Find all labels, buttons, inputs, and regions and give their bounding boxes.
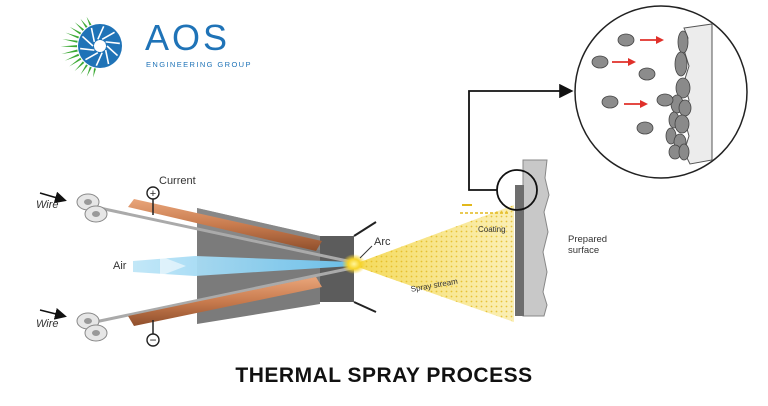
top-copper-tube — [128, 199, 322, 251]
bottom-wire — [94, 266, 353, 324]
coating-splat — [678, 99, 692, 117]
arc-label: Arc — [374, 236, 391, 248]
logo-emblem — [60, 16, 122, 78]
logo-ray — [74, 61, 85, 72]
negative-symbol: − — [149, 333, 156, 347]
velocity-arrowhead — [656, 36, 664, 44]
prepared-surface — [522, 159, 550, 317]
magnified-velocity-arrows — [612, 36, 664, 108]
diagram-title: THERMAL SPRAY PROCESS — [235, 364, 533, 387]
logo-ray — [80, 18, 88, 28]
logo-swirl-stroke — [81, 35, 94, 47]
logo-ray — [61, 49, 78, 54]
arc-glow — [342, 254, 366, 274]
air-label: Air — [113, 260, 127, 272]
logo-swirl-stroke — [97, 26, 105, 40]
logo-ray — [86, 16, 92, 26]
coating-splat — [674, 51, 688, 77]
logo-ray — [80, 64, 88, 75]
negative-terminal-icon — [146, 333, 160, 347]
logo-ray — [86, 66, 92, 77]
logo-swirl-stroke — [95, 52, 103, 66]
logo-swirl-stroke — [101, 31, 115, 41]
logo-tagline: ENGINEERING GROUP — [146, 60, 252, 69]
logo-name: AOS — [145, 17, 231, 58]
logo-ray — [64, 53, 80, 61]
top-wire-roller — [76, 193, 108, 223]
coating-splat — [677, 30, 689, 54]
callout-connector-arrow — [468, 83, 574, 191]
spray-particle — [601, 95, 619, 109]
nozzle-lower-flare — [353, 301, 377, 313]
coating-splat — [678, 143, 690, 161]
logo-ray — [69, 26, 82, 35]
logo-ray — [69, 57, 82, 67]
logo-swirl-stroke — [80, 47, 95, 51]
magnified-particles — [591, 33, 674, 135]
nozzle-upper-flare — [353, 221, 377, 237]
top-wire-feed-arrow — [39, 191, 67, 204]
logo-white-swirl — [80, 26, 120, 66]
logo-ray — [65, 32, 80, 39]
logo-ray — [62, 39, 78, 43]
logo-ray — [74, 22, 85, 31]
prepared-label-line1: Prepared — [568, 234, 608, 245]
wire-top-label: Wire — [36, 199, 59, 211]
logo-green-rays — [60, 16, 97, 78]
logo-ray — [93, 68, 97, 78]
wire-bottom-label: Wire — [36, 318, 59, 330]
current-label: Current — [159, 175, 196, 187]
logo-swirl-stroke — [106, 45, 119, 57]
prepared-label-line2: surface — [568, 245, 600, 256]
top-wire — [94, 205, 353, 264]
coating-layer — [515, 185, 524, 316]
bottom-wire-roller — [76, 312, 108, 342]
spray-particle — [638, 67, 656, 81]
spray-particle — [656, 93, 674, 107]
positive-symbol: + — [150, 188, 156, 200]
positive-terminal-icon — [146, 186, 160, 200]
logo-swirl-stroke — [104, 49, 110, 65]
velocity-arrowhead — [628, 58, 636, 66]
magnified-view — [574, 5, 748, 179]
spray-particle — [617, 33, 635, 47]
coating-label: Coating — [478, 225, 506, 234]
spray-particle — [636, 121, 654, 135]
logo-ray — [60, 45, 78, 48]
bottom-wire-feed-arrow — [39, 307, 67, 320]
magnified-coating-splats — [665, 30, 692, 161]
spray-particle — [591, 55, 609, 69]
logo-swirl-stroke — [90, 27, 96, 43]
coating-splat — [675, 77, 691, 99]
velocity-arrowhead — [640, 100, 648, 108]
air-jet — [133, 256, 352, 276]
magnified-view-circle — [574, 5, 748, 179]
coating-splat — [674, 114, 690, 134]
logo-swirl-stroke — [105, 41, 120, 45]
prepared-surface-label: Prepared surface — [568, 234, 607, 256]
logo-swirl-stroke — [85, 51, 99, 61]
bottom-copper-tube — [128, 277, 322, 326]
